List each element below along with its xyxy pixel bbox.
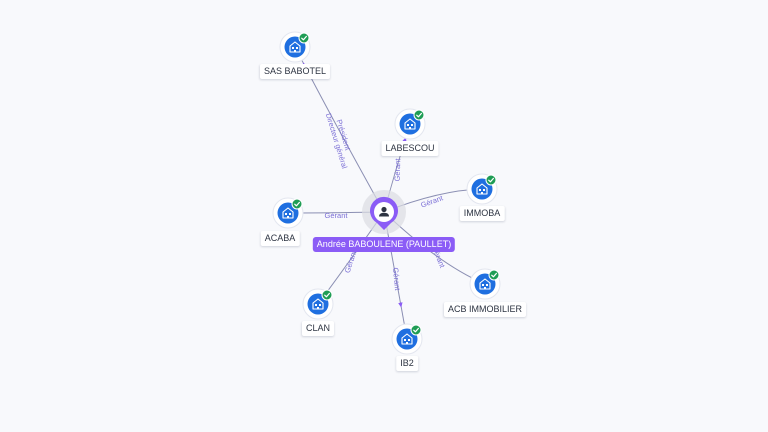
check-badge-icon	[291, 198, 303, 210]
company-node-sas-babotel[interactable]	[279, 31, 311, 63]
company-label-ib2[interactable]: IB2	[396, 356, 418, 371]
nodes-layer	[272, 31, 501, 355]
check-badge-icon	[321, 289, 333, 301]
company-node-acb-immobilier[interactable]	[469, 268, 501, 300]
company-node-acaba[interactable]	[272, 197, 304, 229]
edge-role-label[interactable]: Gérant	[393, 157, 403, 181]
building-icon	[476, 183, 488, 195]
person-node[interactable]	[362, 190, 406, 234]
company-node-clan[interactable]	[302, 288, 334, 320]
company-label-acb-immobilier[interactable]: ACB IMMOBILIER	[443, 302, 527, 317]
building-icon	[479, 278, 491, 290]
person-icon	[379, 206, 389, 217]
check-badge-icon	[298, 32, 310, 44]
edge-role-label[interactable]: Gérant	[420, 193, 445, 210]
building-icon	[289, 41, 301, 53]
company-node-immoba[interactable]	[466, 173, 498, 205]
person-label[interactable]: Andrée BABOULENE (PAULLET)	[312, 237, 456, 252]
edge-role-label[interactable]: Gérant	[391, 267, 402, 292]
building-icon	[401, 333, 413, 345]
building-icon	[282, 207, 294, 219]
check-badge-icon	[413, 109, 425, 121]
company-label-labescou[interactable]: LABESCOU	[381, 141, 439, 156]
edge-role-label[interactable]: Gérant	[343, 249, 359, 274]
company-node-ib2[interactable]	[391, 323, 423, 355]
edge-role-label[interactable]: Gérant	[325, 211, 349, 220]
company-node-labescou[interactable]	[394, 108, 426, 140]
edge-arrow	[398, 302, 403, 308]
company-label-immoba[interactable]: IMMOBA	[459, 206, 505, 221]
company-label-clan[interactable]: CLAN	[301, 321, 335, 336]
check-badge-icon	[488, 269, 500, 281]
company-label-sas-babotel[interactable]: SAS BABOTEL	[259, 64, 331, 79]
company-label-acaba[interactable]: ACABA	[260, 231, 300, 246]
building-icon	[312, 298, 324, 310]
building-icon	[404, 118, 416, 130]
check-badge-icon	[485, 174, 497, 186]
check-badge-icon	[410, 324, 422, 336]
